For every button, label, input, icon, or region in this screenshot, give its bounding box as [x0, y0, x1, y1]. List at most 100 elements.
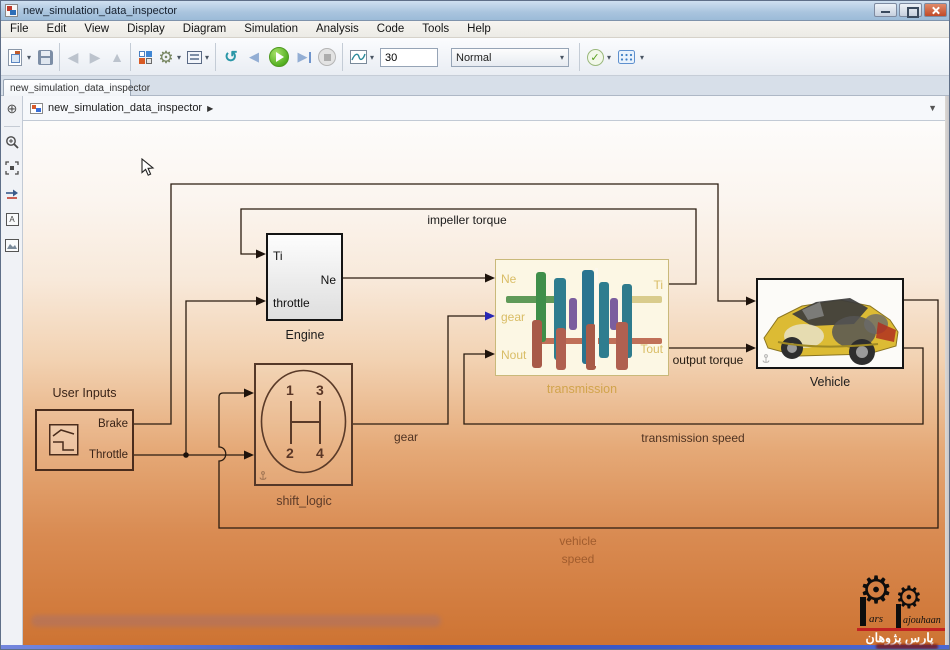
annotation-icon[interactable]: A — [4, 211, 20, 227]
breadcrumb-arrow-icon[interactable]: ▶ — [207, 103, 214, 113]
fit-to-view-icon[interactable] — [4, 160, 20, 176]
library-browser-icon — [138, 50, 152, 64]
transmission-port-nout: Nout — [501, 348, 527, 362]
label-vehicle-speed-line1[interactable]: vehicle — [559, 534, 597, 548]
label-vehicle-speed-line2[interactable]: speed — [561, 552, 595, 566]
new-model-dropdown[interactable]: ▾ — [26, 52, 31, 62]
up-to-parent-button[interactable]: ▲ — [110, 49, 124, 65]
forward-button[interactable]: ▶ — [89, 48, 101, 65]
block-transmission[interactable]: Ne gear Nout Ti Tout — [495, 259, 669, 376]
sim-display-button[interactable] — [348, 46, 368, 68]
close-button[interactable] — [924, 3, 947, 17]
show-explorer-bar-icon[interactable]: ⊕ — [6, 101, 18, 116]
tab-label: new_simulation_data_inspector — [10, 83, 151, 94]
step-back-icon: ◀ — [249, 49, 259, 64]
menu-help[interactable]: Help — [467, 23, 491, 35]
user-inputs-title[interactable]: User Inputs — [52, 386, 117, 400]
window-right-border — [945, 96, 949, 649]
breadcrumb-bar: new_simulation_data_inspector ▶ ▼ — [23, 96, 945, 121]
connect-icon: ↺ — [224, 49, 238, 66]
data-inspector-button[interactable] — [616, 46, 636, 68]
shift-logic-label[interactable]: shift_logic — [276, 494, 332, 508]
model-config-dropdown[interactable]: ▾ — [176, 52, 181, 62]
menu-diagram[interactable]: Diagram — [182, 23, 227, 35]
menu-tools[interactable]: Tools — [422, 23, 450, 35]
gear-number-1: 1 — [286, 382, 294, 398]
label-impeller-torque[interactable]: impeller torque — [427, 213, 507, 227]
stop-time-input[interactable] — [380, 48, 438, 67]
engine-port-ti: Ti — [273, 249, 283, 263]
tab-model[interactable]: new_simulation_data_inspector — [3, 79, 150, 97]
menu-file[interactable]: File — [10, 23, 29, 35]
zoom-icon[interactable] — [4, 134, 20, 150]
menu-analysis[interactable]: Analysis — [315, 23, 359, 35]
data-inspector-grid-icon — [617, 50, 635, 64]
engine-port-throttle: throttle — [273, 296, 310, 310]
model-explorer-icon — [186, 50, 202, 64]
user-inputs-port-throttle: Throttle — [89, 449, 128, 461]
logo-text-ajouhaan: ajouhaan — [903, 615, 941, 626]
connect-button[interactable]: ↺ — [221, 46, 241, 68]
simulink-model-icon — [5, 4, 18, 17]
logo-p-stem-2 — [896, 604, 901, 628]
stop-icon — [318, 48, 336, 66]
step-back-button[interactable]: ◀ — [245, 46, 263, 68]
step-forward-button[interactable]: ▶ — [295, 46, 313, 68]
scope-curve-icon — [349, 50, 367, 64]
maximize-button[interactable] — [899, 3, 922, 18]
left-palette — [1, 96, 23, 649]
engine-label[interactable]: Engine — [285, 328, 325, 342]
sim-mode-value: Normal — [456, 51, 492, 64]
menu-code[interactable]: Code — [376, 23, 405, 35]
label-output-torque[interactable]: output torque — [672, 353, 744, 367]
block-vehicle[interactable] — [756, 278, 904, 369]
signal-route-icon[interactable] — [4, 186, 20, 202]
menu-edit[interactable]: Edit — [46, 23, 67, 35]
model-explorer-button[interactable] — [185, 46, 203, 68]
anchor-icon — [259, 471, 267, 480]
run-button[interactable] — [267, 46, 291, 68]
validate-dropdown[interactable]: ▾ — [606, 52, 611, 62]
validate-button[interactable]: ✓ — [585, 46, 605, 68]
back-button[interactable]: ◀ — [67, 48, 79, 65]
transmission-port-gear: gear — [501, 310, 526, 324]
model-mini-icon — [30, 102, 43, 114]
logo-p-stem-1 — [860, 597, 866, 626]
transmission-port-ne: Ne — [501, 272, 517, 286]
gear-icon: ⚙ — [158, 47, 174, 67]
sim-mode-select[interactable]: Normal ▾ — [451, 48, 569, 67]
tab-bar — [1, 76, 949, 96]
breadcrumb-dropdown-icon[interactable]: ▼ — [928, 103, 937, 113]
logo-persian-tagline-blur — [876, 644, 938, 649]
stop-button[interactable] — [317, 46, 337, 68]
menu-display[interactable]: Display — [127, 23, 165, 35]
play-icon — [269, 47, 289, 67]
breadcrumb[interactable]: new_simulation_data_inspector — [48, 102, 203, 114]
model-config-button[interactable]: ⚙ — [157, 46, 175, 68]
label-transmission-speed[interactable]: transmission speed — [641, 431, 745, 445]
gear-number-3: 3 — [316, 382, 324, 398]
menu-simulation[interactable]: Simulation — [244, 23, 298, 35]
new-model-icon — [8, 48, 22, 66]
sim-display-dropdown[interactable]: ▾ — [369, 52, 374, 62]
model-explorer-dropdown[interactable]: ▾ — [204, 52, 209, 62]
transmission-label[interactable]: transmission — [546, 382, 618, 396]
new-model-button[interactable] — [6, 46, 24, 68]
menu-view[interactable]: View — [84, 23, 110, 35]
save-button[interactable] — [36, 46, 54, 68]
block-engine[interactable]: Ti throttle Ne — [266, 233, 343, 321]
library-browser-button[interactable] — [136, 46, 154, 68]
menu-bar: File Edit View Display Diagram Simulatio… — [1, 21, 949, 38]
block-shift-logic[interactable]: 1 3 2 4 — [254, 363, 353, 486]
minimize-button[interactable] — [874, 3, 897, 17]
check-icon: ✓ — [586, 48, 604, 66]
label-gear[interactable]: gear — [393, 430, 419, 444]
block-user-inputs[interactable]: Brake Throttle — [35, 409, 134, 471]
vehicle-car-image — [763, 298, 899, 365]
image-annotation-icon[interactable] — [4, 237, 20, 253]
title-bar: new_simulation_data_inspector — [1, 1, 949, 21]
mouse-cursor — [141, 158, 155, 176]
data-inspector-dropdown[interactable]: ▾ — [639, 52, 644, 62]
vehicle-label[interactable]: Vehicle — [809, 375, 851, 389]
